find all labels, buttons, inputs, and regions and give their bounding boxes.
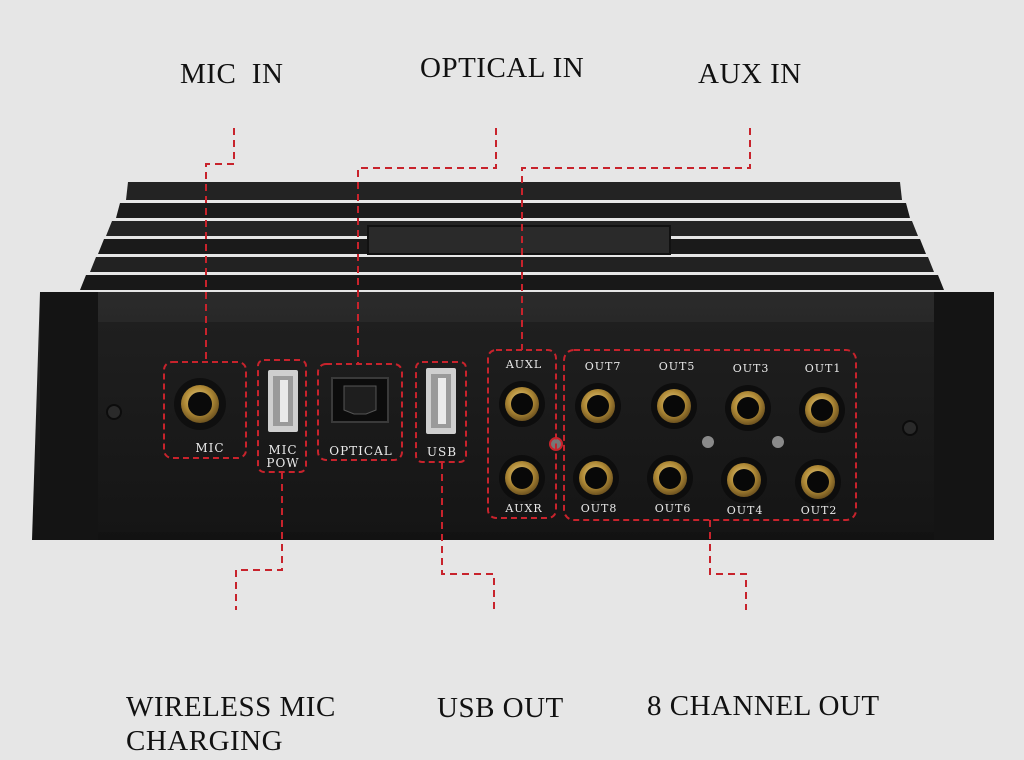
heatsink-fins <box>80 182 944 290</box>
highlight-optical <box>317 363 403 461</box>
port-label-out4: OUT4 <box>726 504 764 517</box>
leader-mic-in <box>205 128 235 362</box>
rca-auxl-jack <box>499 381 545 427</box>
screw-right <box>902 420 918 436</box>
rca-out1-jack <box>799 387 845 433</box>
rca-out3-jack <box>725 385 771 431</box>
rca-out2-jack <box>795 459 841 505</box>
port-label-optical: OPTICAL <box>329 444 393 458</box>
leader-optical-in <box>357 128 497 364</box>
port-label-out1: OUT1 <box>804 362 842 375</box>
port-label-out2: OUT2 <box>800 504 838 517</box>
port-label-auxr: AUXR <box>505 502 543 515</box>
rca-out5-jack <box>651 383 697 429</box>
screw-center-2 <box>772 436 784 448</box>
port-label-mic-pow-line2: POW <box>266 456 300 470</box>
port-label-mic-pow: MIC POW <box>262 444 304 470</box>
port-label-mic: MIC <box>195 441 225 455</box>
highlight-mic <box>163 361 247 459</box>
port-label-out7: OUT7 <box>584 360 622 373</box>
callout-wireless-mic-charging-line2: CHARGING <box>126 725 284 757</box>
port-label-mic-pow-line1: MIC <box>268 443 298 457</box>
rca-out4-jack <box>721 457 767 503</box>
leader-lines <box>205 128 751 610</box>
port-label-auxl: AUXL <box>505 358 543 371</box>
port-label-out5: OUT5 <box>658 360 696 373</box>
leader-channel-out <box>709 520 747 610</box>
rca-out6-jack <box>647 455 693 501</box>
port-label-out6: OUT6 <box>654 502 692 515</box>
screw-left <box>106 404 122 420</box>
port-label-out8: OUT8 <box>580 502 618 515</box>
port-label-out3: OUT3 <box>732 362 770 375</box>
rca-out8-jack <box>573 455 619 501</box>
port-label-usb: USB <box>426 445 458 459</box>
screw-center-1 <box>702 436 714 448</box>
callout-mic-in: MIC IN <box>180 58 284 90</box>
rca-out7-jack <box>575 383 621 429</box>
callout-wireless-mic-charging-line1: WIRELESS MIC <box>126 691 336 723</box>
callout-optical-in: OPTICAL IN <box>420 52 585 84</box>
callout-8-channel-out: 8 CHANNEL OUT <box>647 690 880 722</box>
leader-usb-out <box>441 462 495 610</box>
rca-auxr-jack <box>499 455 545 501</box>
callout-wireless-mic-charging: WIRELESS MIC CHARGING <box>126 690 386 758</box>
callout-aux-in: AUX IN <box>698 58 802 90</box>
highlight-outputs <box>563 349 857 521</box>
rca-jacks <box>499 381 845 505</box>
callout-usb-out: USB OUT <box>437 692 564 724</box>
leader-wireless-mic <box>235 472 283 610</box>
